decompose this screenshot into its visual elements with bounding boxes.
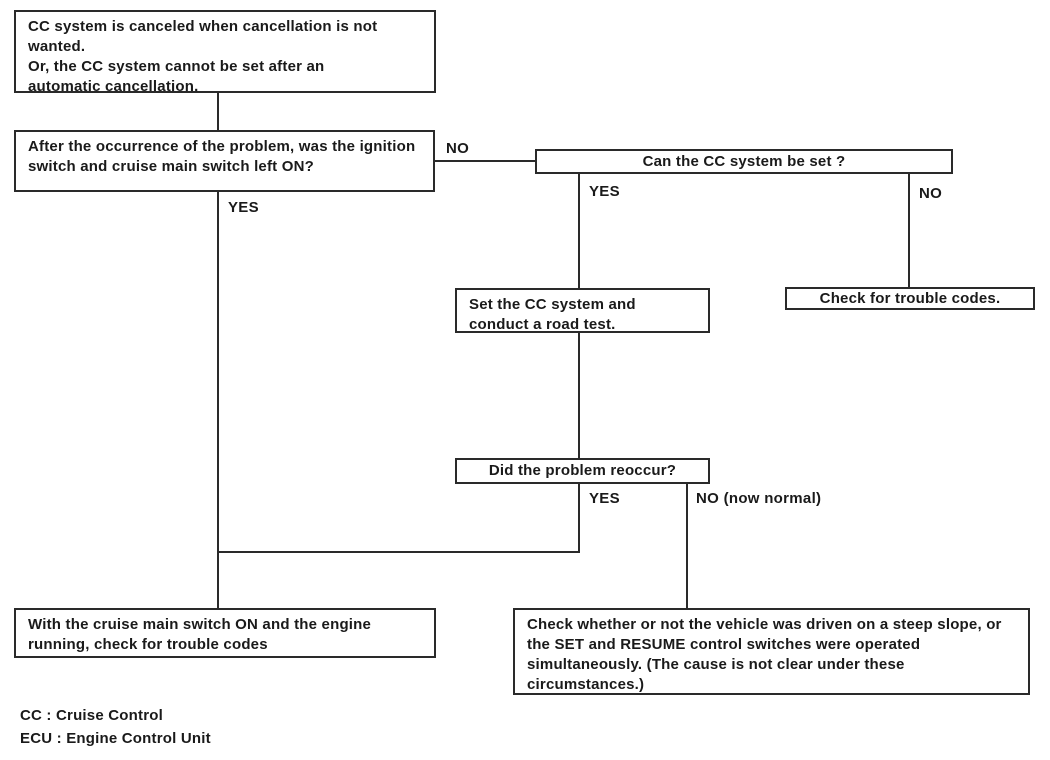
connector-ignition-no [435, 160, 535, 162]
node-problem-line-1: CC system is canceled when cancellation … [28, 18, 378, 55]
node-set-cc-road-test: Set the CC system and conduct a road tes… [455, 288, 710, 333]
node-problem-description: CC system is canceled when cancellation … [14, 10, 436, 95]
node-check-trouble-codes: Check for trouble codes. [785, 287, 1035, 310]
legend-cc: CC : Cruise Control [20, 707, 163, 724]
connector-can-set-no [908, 174, 910, 287]
node-did-problem-reoccur: Did the problem reoccur? [455, 458, 710, 484]
node-can-cc-set-text: Can the CC system be set ? [642, 152, 846, 170]
node-check-codes-engine-running: With the cruise main switch ON and the e… [14, 608, 436, 658]
edge-label-reoccur-no: NO (now normal) [696, 490, 822, 507]
connector-reoccur-no [686, 484, 688, 608]
node-check-steep-slope-text: Check whether or not the vehicle was dri… [527, 616, 1002, 693]
edge-label-ignition-no: NO [446, 140, 470, 157]
node-problem-line-2: Or, the CC system cannot be set after an… [28, 58, 325, 95]
connector-can-set-yes [578, 174, 580, 288]
connector-reoccur-yes-down [578, 484, 580, 553]
connector-road-test-to-reoccur [578, 333, 580, 458]
node-ignition-question: After the occurrence of the problem, was… [14, 130, 435, 192]
edge-label-reoccur-yes: YES [589, 490, 620, 507]
node-did-problem-reoccur-text: Did the problem reoccur? [488, 462, 677, 479]
connector-reoccur-yes-join [217, 551, 580, 553]
node-check-trouble-codes-text: Check for trouble codes. [819, 289, 1001, 307]
edge-label-ignition-yes: YES [228, 199, 259, 216]
node-check-steep-slope: Check whether or not the vehicle was dri… [513, 608, 1030, 695]
node-set-cc-road-test-text: Set the CC system and conduct a road tes… [469, 296, 636, 333]
connector-problem-to-ignition [217, 93, 219, 130]
connector-ignition-yes-trunk [217, 192, 219, 608]
node-check-codes-engine-running-text: With the cruise main switch ON and the e… [28, 616, 372, 653]
node-can-cc-set: Can the CC system be set ? [535, 149, 953, 174]
legend-ecu: ECU : Engine Control Unit [20, 730, 211, 747]
node-ignition-question-text: After the occurrence of the problem, was… [28, 138, 416, 175]
edge-label-can-set-no: NO [919, 185, 943, 202]
edge-label-can-set-yes: YES [589, 183, 620, 200]
